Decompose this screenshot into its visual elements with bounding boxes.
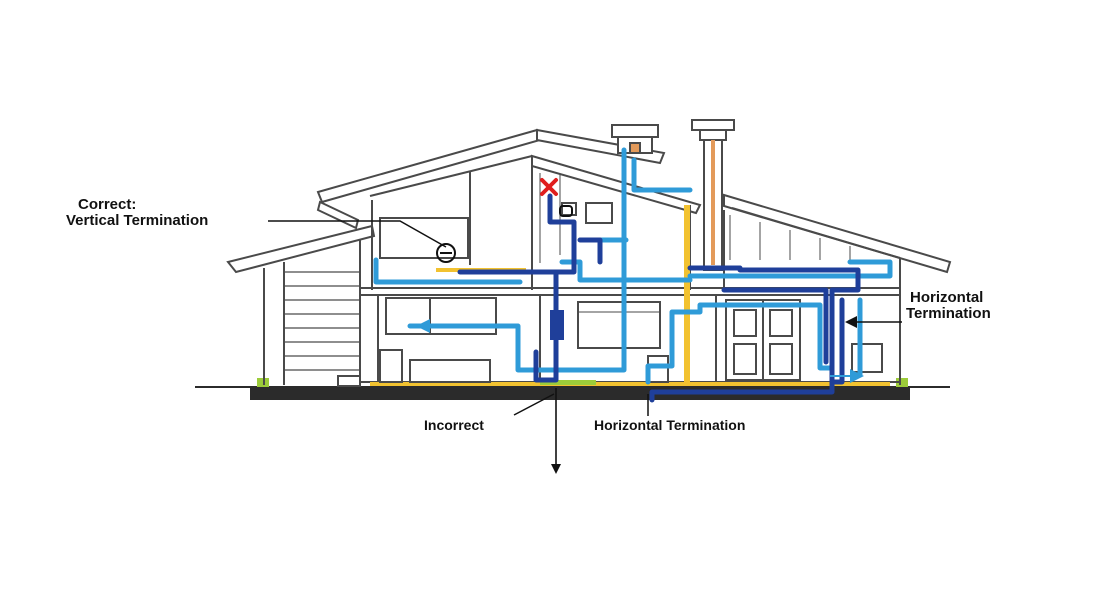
label-horizontal-right-line1: Horizontal bbox=[910, 289, 984, 306]
flow-arrows bbox=[416, 319, 864, 383]
label-horizontal-bottom: Horizontal Termination bbox=[594, 417, 746, 433]
red-x-icon bbox=[540, 178, 558, 196]
left-wing bbox=[226, 224, 376, 387]
chimney-left bbox=[611, 124, 659, 154]
right-wing-roof bbox=[723, 193, 952, 274]
lower-floor bbox=[377, 295, 883, 383]
chimney-right bbox=[691, 119, 735, 271]
vent-pipes-dark bbox=[457, 193, 861, 403]
main-roof bbox=[316, 128, 702, 230]
label-correct-line2: Vertical Termination bbox=[66, 212, 209, 229]
leader-lines bbox=[268, 220, 902, 416]
label-horizontal-right-line2: Termination bbox=[906, 305, 991, 322]
arrow-down-icon bbox=[551, 388, 561, 474]
vent-cap-icon bbox=[436, 205, 573, 263]
label-incorrect: Incorrect bbox=[424, 417, 484, 433]
label-correct-line1: Correct: bbox=[78, 196, 137, 213]
